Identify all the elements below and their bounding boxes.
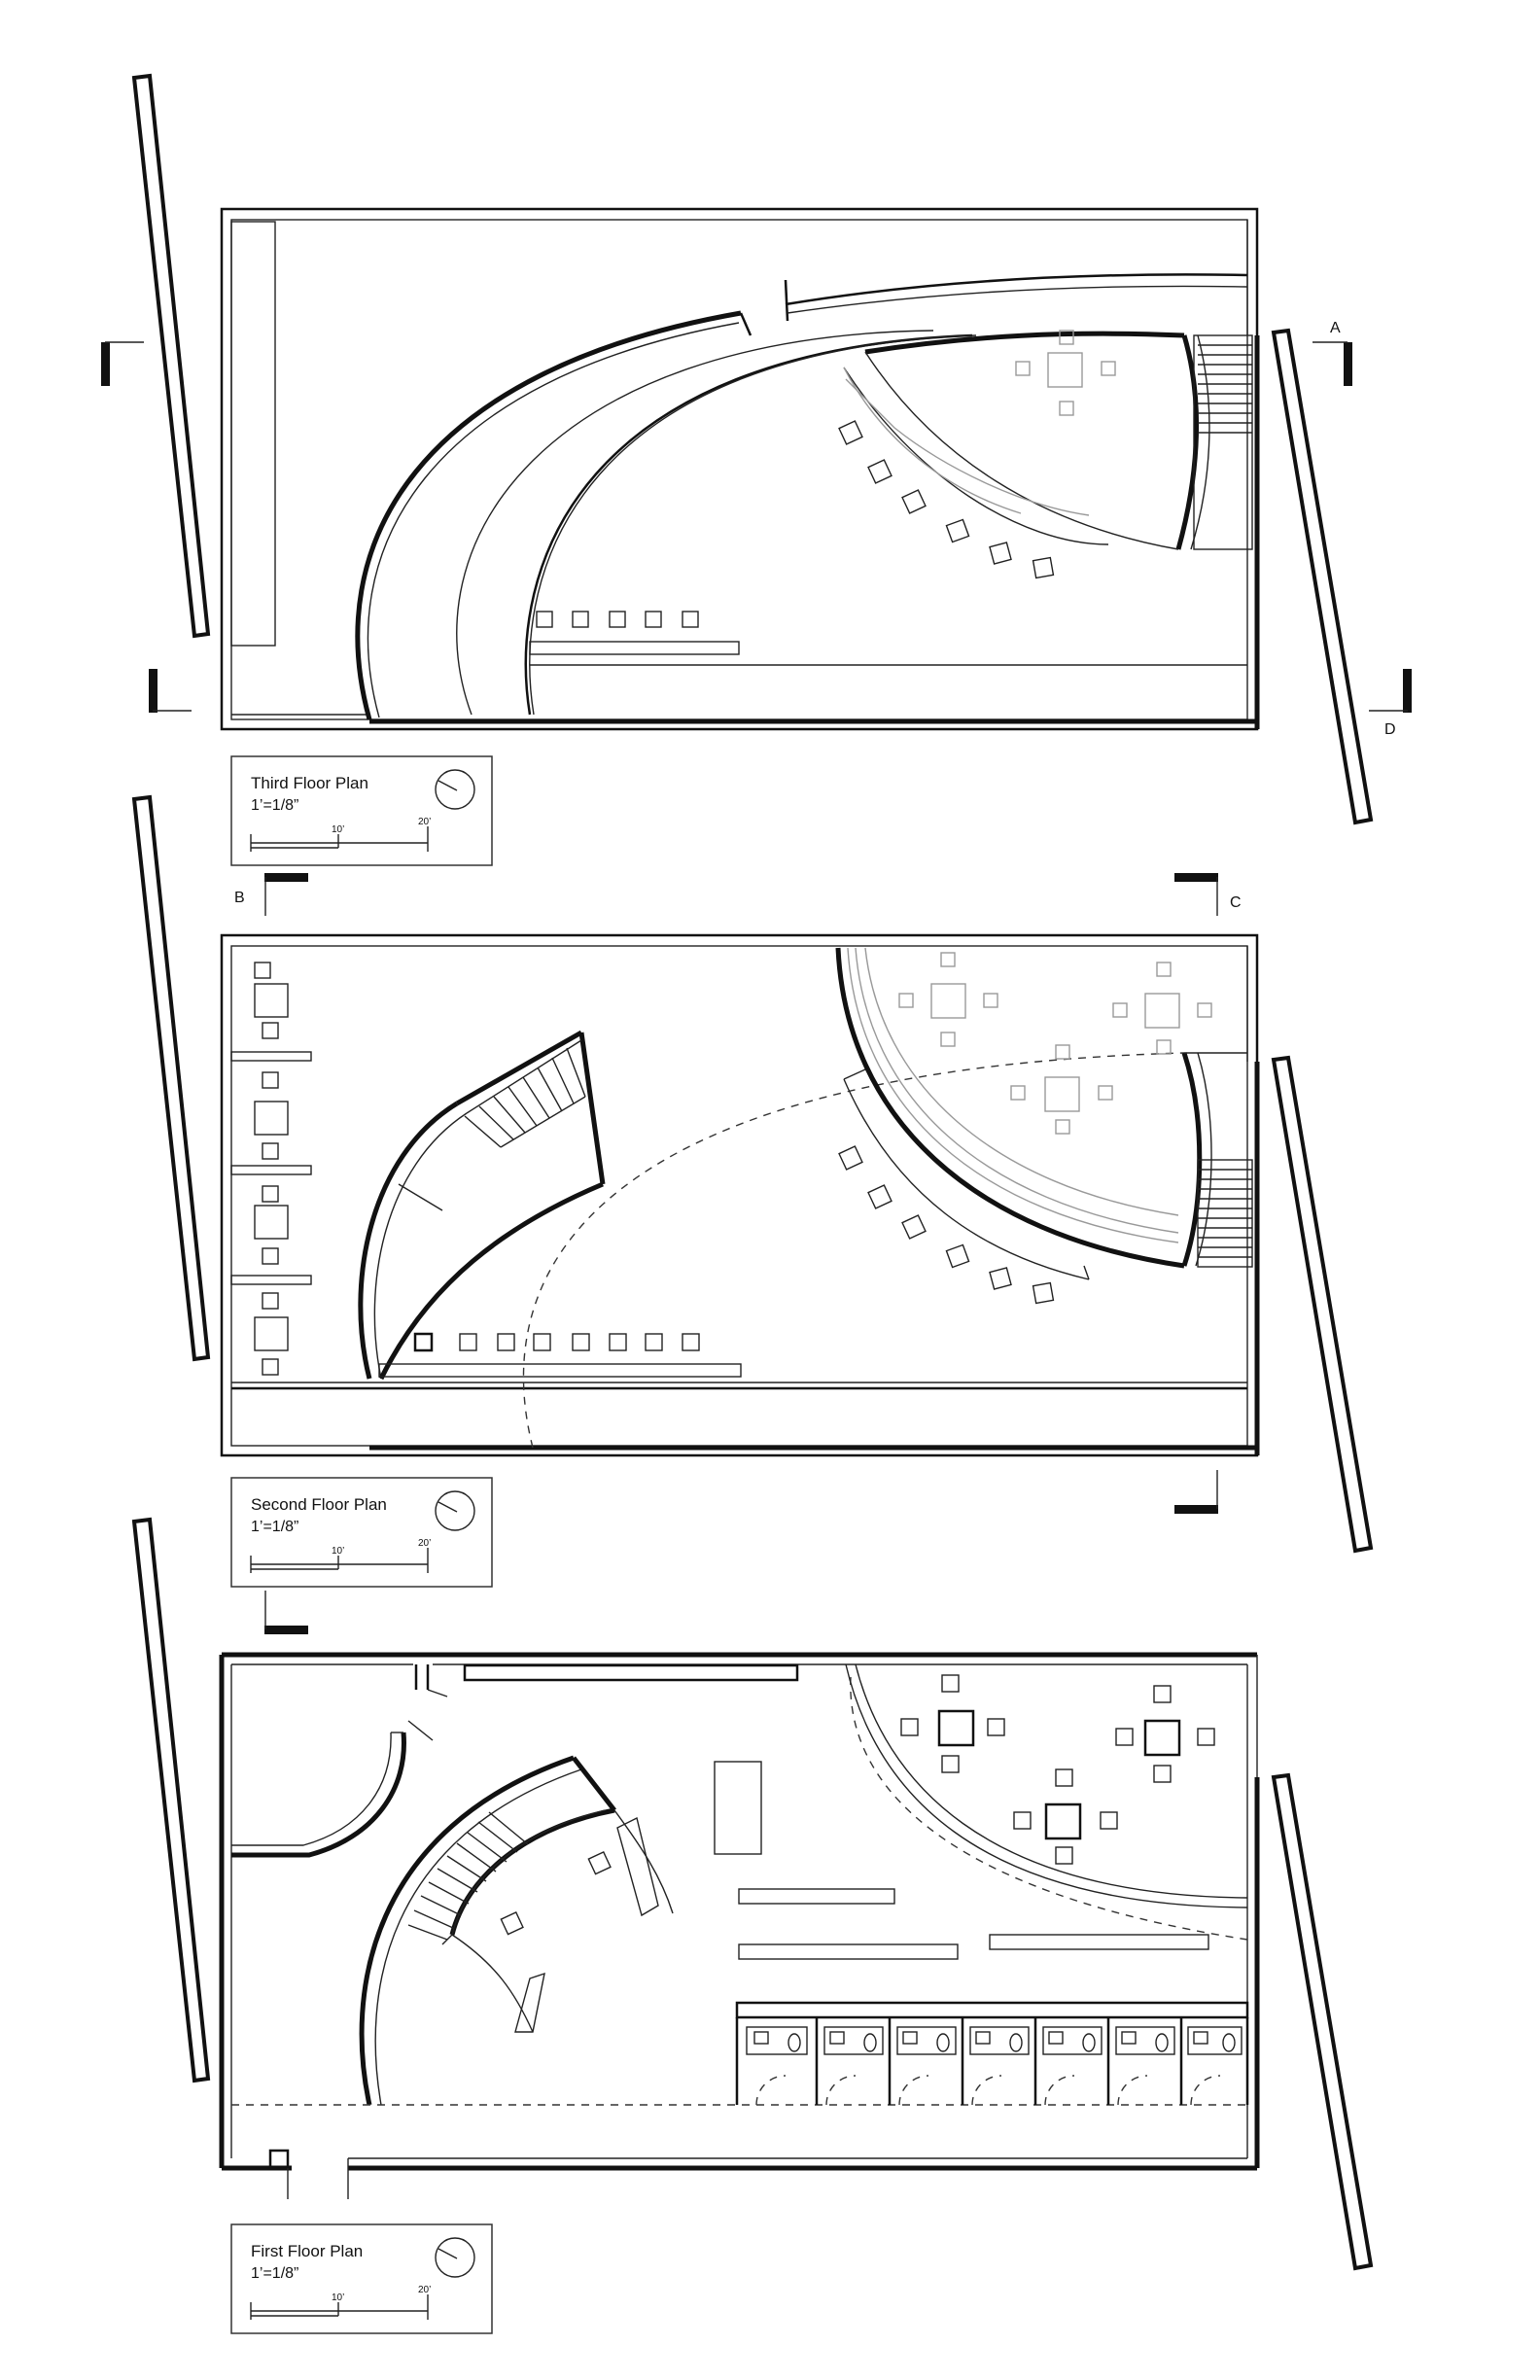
north-arrow-icon — [435, 1490, 475, 1531]
third-floor-title-block: Third Floor Plan 1’=1/8” 10’ 20’ — [230, 755, 493, 866]
second-floor-right-screen-wall — [1271, 1055, 1374, 1554]
first-floor-display-counter-2 — [738, 1943, 959, 1960]
third-floor-title: Third Floor Plan — [251, 774, 368, 792]
north-arrow-icon — [435, 2237, 475, 2278]
section-label-c: C — [1230, 894, 1242, 911]
second-floor-title-block: Second Floor Plan 1’=1/8” 10’ 20’ — [230, 1477, 493, 1588]
first-floor-scale: 1’=1/8” — [251, 2265, 298, 2282]
third-floor-counter — [529, 641, 740, 655]
section-marker-a: A — [1312, 320, 1352, 386]
section-marker-b: B — [234, 873, 308, 916]
third-floor-curved-wall-outer — [355, 310, 742, 720]
third-floor-scale: 1’=1/8” — [251, 797, 298, 814]
section-marker-c: C — [1174, 873, 1242, 916]
section-marker-d: D — [1369, 669, 1412, 738]
section-label-d: D — [1384, 721, 1396, 738]
third-floor-left-screen-wall — [131, 73, 211, 639]
first-floor-left-screen-wall — [131, 1517, 211, 2083]
third-floor-left-bar — [230, 221, 276, 647]
section-marker-d-left — [149, 669, 192, 713]
section-label-a: A — [1330, 320, 1341, 336]
second-floor-title: Second Floor Plan — [251, 1495, 387, 1514]
second-floor-plan: B C Second Floor Plan 1’=1/8” 10’ 20’ — [131, 794, 1374, 1634]
second-floor-balcony — [835, 947, 1247, 1280]
third-floor-plan: A D Third Floor Plan 1’=1/8” 10’ 20’ — [101, 73, 1412, 866]
first-floor-restrooms — [735, 2001, 1249, 2106]
third-floor-stair — [1193, 334, 1253, 550]
second-floor-left-screen-wall — [131, 794, 211, 1362]
second-floor-arc-seats — [838, 1145, 1055, 1305]
second-floor-scale-tick-20: 20’ — [418, 1538, 431, 1549]
north-arrow-icon — [435, 769, 475, 810]
second-floor-front-seats — [413, 1332, 700, 1352]
section-label-b: B — [234, 890, 245, 906]
first-floor-curved-stair — [359, 1755, 674, 2106]
section-marker-a-left — [101, 341, 144, 386]
second-floor-scale-tick-10: 10’ — [332, 1546, 344, 1557]
third-floor-seats — [536, 420, 1055, 628]
first-floor-lounge-curve — [845, 1663, 1248, 1908]
first-floor-display-counter-1 — [738, 1888, 895, 1905]
third-floor-right-screen-wall — [1271, 328, 1374, 825]
second-floor-dashed-path — [522, 1052, 1185, 1449]
second-floor-scale: 1’=1/8” — [251, 1519, 298, 1535]
first-floor-scale-tick-10: 10’ — [332, 2292, 344, 2303]
section-marker-b-lower — [264, 1591, 308, 1634]
second-floor-left-display — [230, 962, 312, 1376]
second-floor-faint-tables — [898, 952, 1212, 1135]
first-floor-right-screen-wall — [1271, 1772, 1374, 2271]
first-floor-plan: First Floor Plan 1’=1/8” 10’ 20’ — [131, 1517, 1374, 2334]
section-marker-c-lower — [1174, 1470, 1218, 1514]
first-floor-corner-room — [231, 1720, 434, 1858]
second-floor-curved-stair — [358, 1030, 606, 1381]
toilet-icon — [788, 2033, 1236, 2052]
sink-icon — [753, 2031, 1208, 2045]
third-floor-scale-tick-20: 20’ — [418, 817, 431, 827]
first-floor-top-counter — [463, 1663, 799, 1682]
first-floor-display-counter-3 — [989, 1934, 1209, 1950]
third-floor-scale-tick-10: 10’ — [332, 824, 344, 835]
second-floor-stair-right — [1197, 1159, 1253, 1268]
first-floor-title: First Floor Plan — [251, 2242, 363, 2260]
first-floor-title-block: First Floor Plan 1’=1/8” 10’ 20’ — [230, 2223, 493, 2334]
third-floor-faint-tables — [1015, 330, 1116, 416]
second-floor-outer-wall — [220, 933, 1259, 1457]
first-floor-reception-desk — [714, 1761, 762, 1855]
first-floor-scale-tick-20: 20’ — [418, 2285, 431, 2295]
first-floor-dashed-path-upper — [850, 1676, 1248, 1941]
